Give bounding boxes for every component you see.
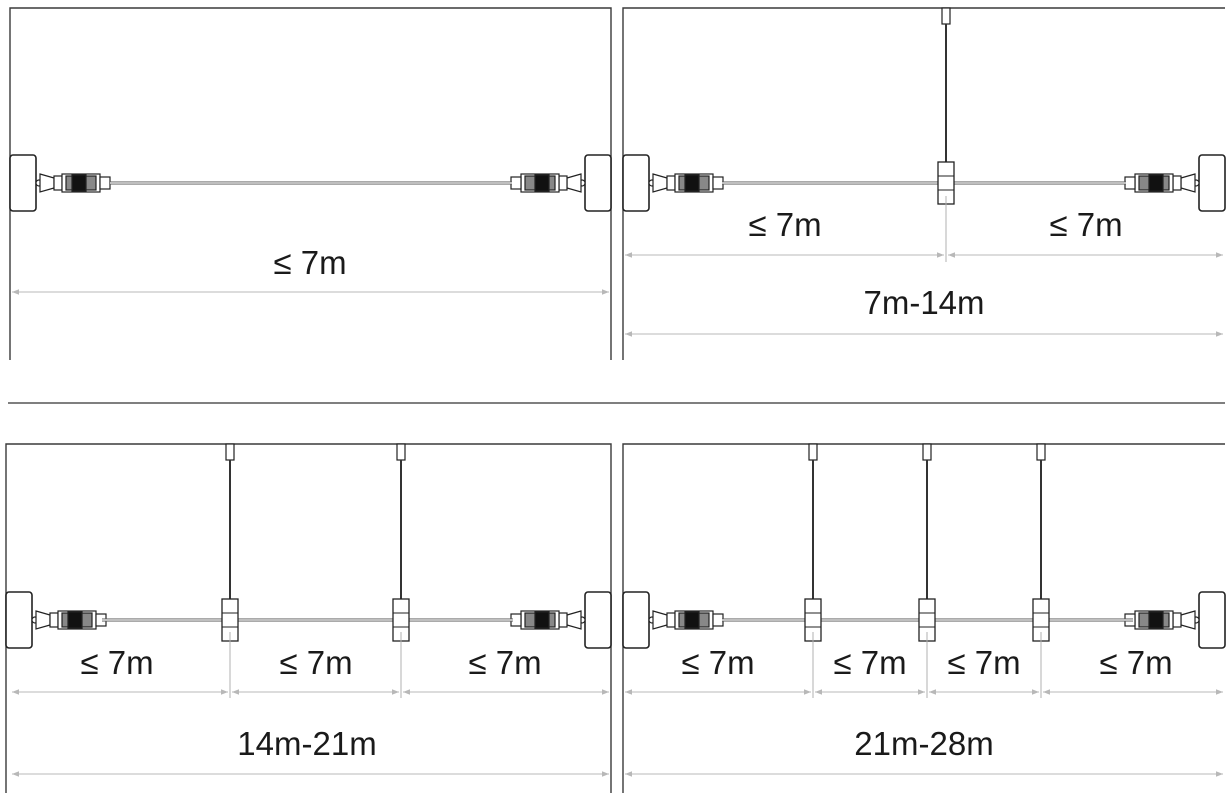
- segment-length-label: ≤ 7m: [279, 644, 352, 681]
- left-connector: [9, 154, 111, 212]
- panel-two-cables: ≤ 7m ≤ 7m 7m-14m: [622, 7, 1226, 360]
- segment-length-label: ≤ 7m: [833, 644, 906, 681]
- right-connector: [510, 154, 612, 212]
- support-hanger: [221, 443, 239, 642]
- support-hanger: [804, 443, 822, 642]
- left-connector: [5, 591, 107, 649]
- total-length-label: 14m-21m: [237, 725, 376, 762]
- total-length-label: ≤ 7m: [273, 244, 346, 281]
- left-connector: [622, 154, 724, 212]
- support-hanger: [918, 443, 936, 642]
- segment-length-label: ≤ 7m: [1049, 206, 1122, 243]
- right-connector: [1124, 591, 1226, 649]
- right-connector: [510, 591, 612, 649]
- segment-length-label: ≤ 7m: [681, 644, 754, 681]
- segment-length-label: ≤ 7m: [947, 644, 1020, 681]
- panel-four-cables: ≤ 7m ≤ 7m ≤ 7m ≤ 7m 21m-28m: [622, 443, 1226, 793]
- segment-length-label: ≤ 7m: [1099, 644, 1172, 681]
- right-connector: [1124, 154, 1226, 212]
- segment-length-label: ≤ 7m: [80, 644, 153, 681]
- total-length-label: 7m-14m: [863, 284, 984, 321]
- segment-length-label: ≤ 7m: [748, 206, 821, 243]
- panel-one-cable: ≤ 7m: [9, 7, 612, 360]
- panel-three-cables: ≤ 7m ≤ 7m ≤ 7m 14m-21m: [5, 443, 612, 793]
- total-length-label: 21m-28m: [854, 725, 993, 762]
- left-connector: [622, 591, 724, 649]
- support-hanger: [937, 7, 955, 205]
- support-hanger: [1032, 443, 1050, 642]
- segment-length-label: ≤ 7m: [468, 644, 541, 681]
- support-hanger: [392, 443, 410, 642]
